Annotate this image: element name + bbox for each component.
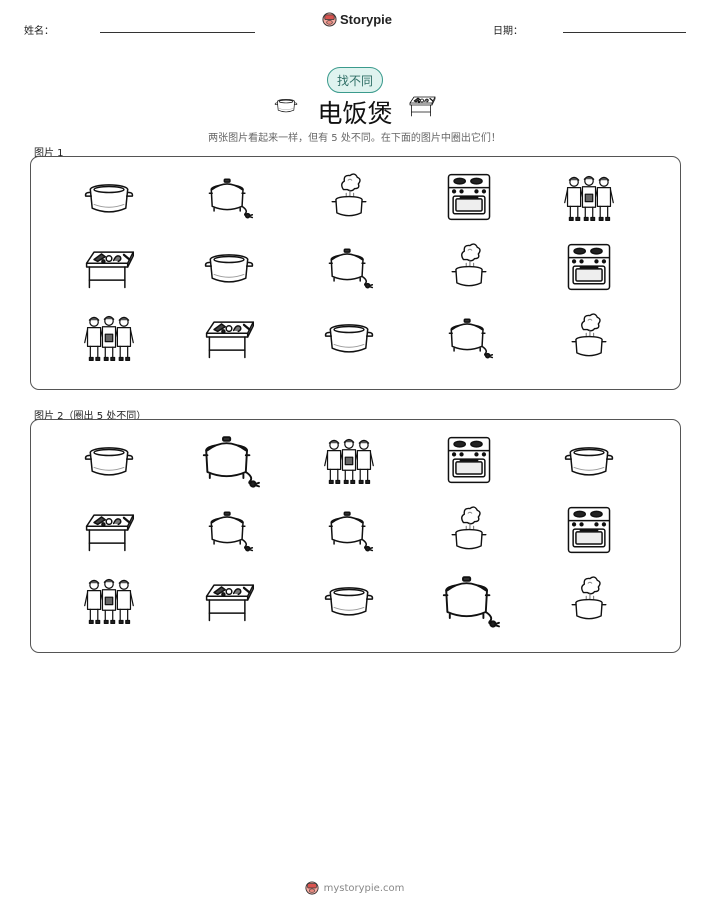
picture2-stove-illustration[interactable] xyxy=(441,432,497,488)
picture2-table-illustration[interactable] xyxy=(81,502,137,558)
name-line[interactable] xyxy=(100,32,255,33)
instructions: 两张图片看起来一样，但有 5 处不同。在下面的图片中圈出它们！ xyxy=(208,133,501,144)
pig-icon xyxy=(305,881,319,895)
picture1-label: 图片 1 xyxy=(34,148,64,159)
picture2-cooker-illustration[interactable] xyxy=(193,424,265,496)
picture2-stove-illustration[interactable] xyxy=(561,502,617,558)
picture1-pot-illustration[interactable] xyxy=(321,309,377,365)
picture1-stove-illustration[interactable] xyxy=(441,169,497,225)
picture2-table-illustration[interactable] xyxy=(201,572,257,628)
picture2-steam-pot-illustration[interactable] xyxy=(561,572,617,628)
spot-difference-badge: 找不同 xyxy=(327,67,383,93)
picture2-chefs-illustration[interactable] xyxy=(81,572,137,628)
picture2-cooker-illustration[interactable] xyxy=(433,564,505,636)
picture1-stove-illustration[interactable] xyxy=(561,239,617,295)
pot-icon xyxy=(272,92,300,118)
picture1-cooker-illustration[interactable] xyxy=(441,309,497,365)
picture1-steam-pot-illustration[interactable] xyxy=(321,169,377,225)
date-line[interactable] xyxy=(563,32,686,33)
page-title: 电饭煲 xyxy=(317,99,393,128)
picture1-table-illustration[interactable] xyxy=(81,239,137,295)
date-label: 日期： xyxy=(493,26,523,37)
picture1-table-illustration[interactable] xyxy=(201,309,257,365)
picture2-panel[interactable] xyxy=(30,419,681,653)
pig-icon xyxy=(322,12,337,27)
name-label: 姓名： xyxy=(24,26,54,37)
picture1-pot-illustration[interactable] xyxy=(81,169,137,225)
brand-name: Storypie xyxy=(340,12,393,27)
picture1-steam-pot-illustration[interactable] xyxy=(561,309,617,365)
picture2-pot-illustration[interactable] xyxy=(561,432,617,488)
picture2-pot-illustration[interactable] xyxy=(81,432,137,488)
table-icon xyxy=(406,90,438,120)
picture1-chefs-illustration[interactable] xyxy=(561,169,617,225)
picture1-steam-pot-illustration[interactable] xyxy=(441,239,497,295)
picture1-pot-illustration[interactable] xyxy=(201,239,257,295)
footer: mystorypie.com xyxy=(0,881,709,895)
picture2-steam-pot-illustration[interactable] xyxy=(441,502,497,558)
picture2-pot-illustration[interactable] xyxy=(321,572,377,628)
picture1-panel[interactable] xyxy=(30,156,681,390)
picture1-cooker-illustration[interactable] xyxy=(201,169,257,225)
brand-logo: Storypie xyxy=(322,12,392,27)
footer-site: mystorypie.com xyxy=(323,882,405,894)
picture2-label: 图片 2（圈出 5 处不同） xyxy=(34,411,147,422)
picture1-chefs-illustration[interactable] xyxy=(81,309,137,365)
picture2-cooker-illustration[interactable] xyxy=(201,502,257,558)
picture2-chefs-illustration[interactable] xyxy=(321,432,377,488)
picture2-cooker-illustration[interactable] xyxy=(321,502,377,558)
picture1-cooker-illustration[interactable] xyxy=(321,239,377,295)
